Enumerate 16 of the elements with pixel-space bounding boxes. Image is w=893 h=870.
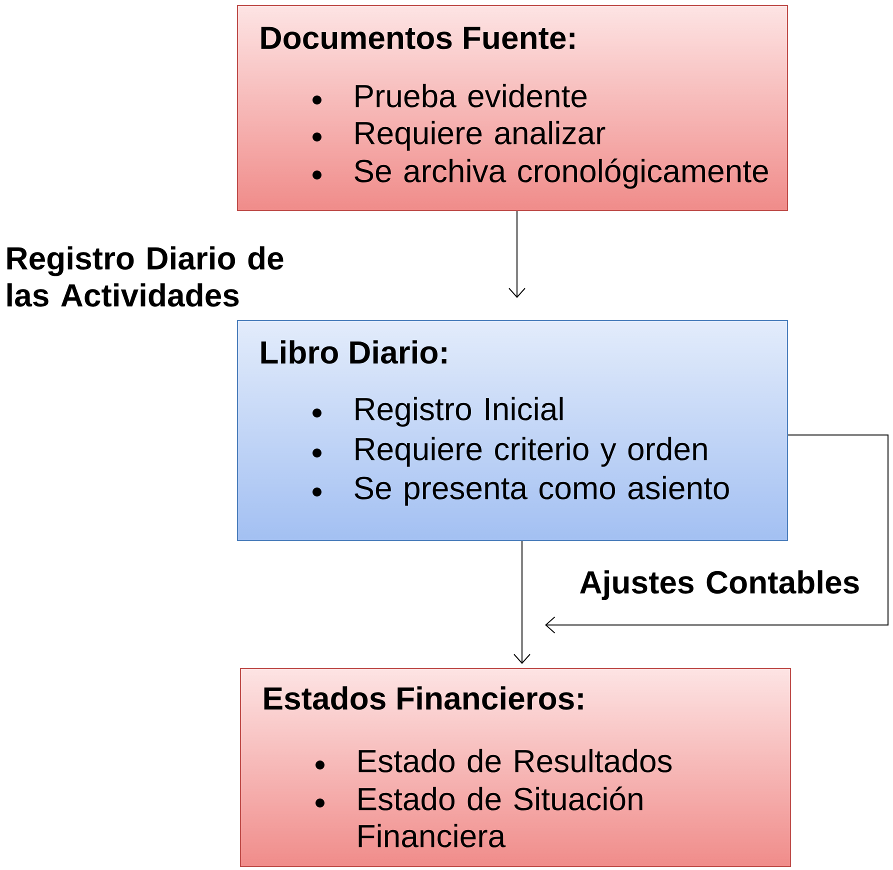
edge-label: Ajustes Contables [580,570,859,600]
bullet-text: Se presenta como asiento [354,476,729,506]
box-title: Estados Financieros: [264,686,583,710]
arrow [545,434,889,634]
arrow [508,210,526,298]
bullet-text: Se archiva cronológicamente [354,158,768,189]
arrow [514,540,530,664]
bullet-text: Registro Inicial [356,396,563,427]
bullet-text: Estado de Situación Financiera [358,786,642,848]
bullet-text: Prueba evidente [356,84,587,108]
bullet-text: Requiere analizar [356,120,606,151]
bullet-text: Requiere criterio y orden [356,436,707,467]
box-title: Libro Diario: [261,340,446,364]
arrow-label: Registro Diario de las Actividades [7,246,284,307]
bullet-text: Estado de Resultados [358,748,672,772]
box-title: Documentos Fuente: [261,26,574,50]
